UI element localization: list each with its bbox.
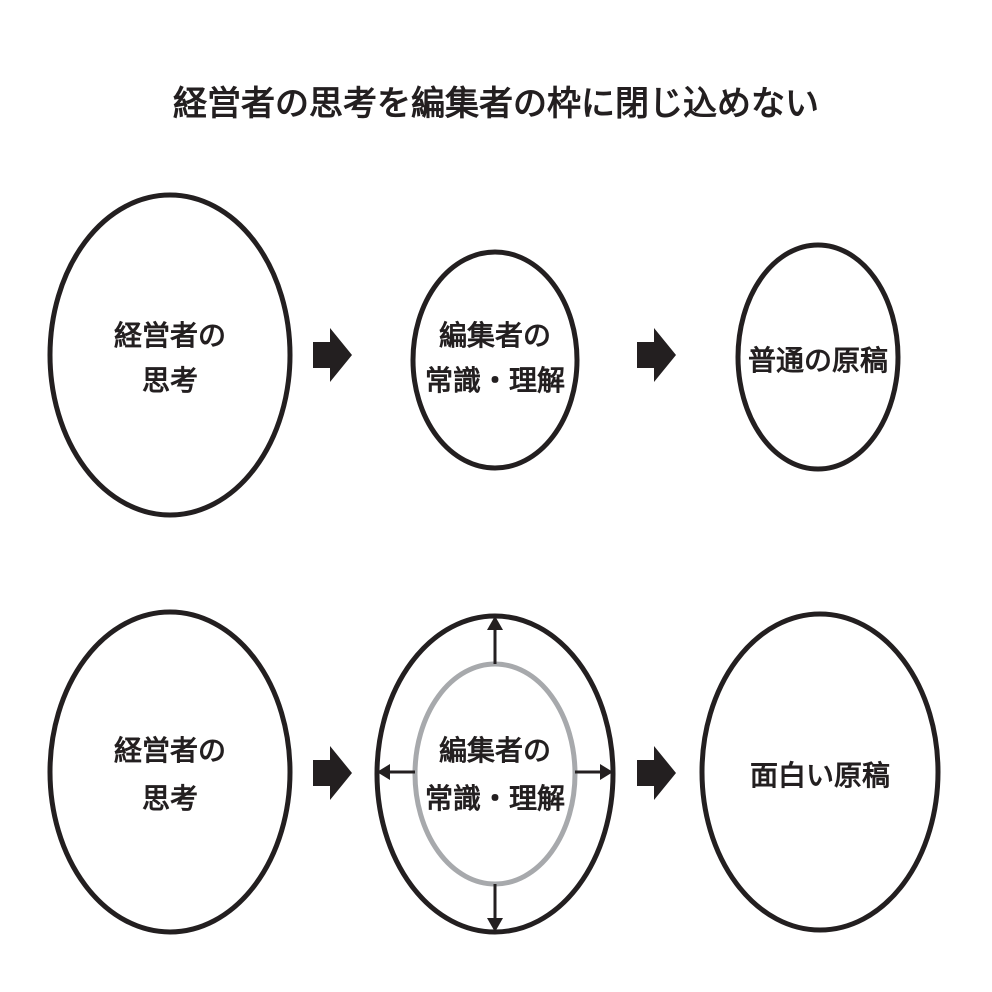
row-2: 経営者の 思考 編集者の 常識・理解 面白い原稿: [47, 609, 941, 935]
row2-node1-line1: 経営者の: [114, 734, 226, 767]
row1-node1-line2: 思考: [142, 364, 198, 397]
row2-node2-line1: 編集者の: [439, 734, 551, 767]
row1-arrow-1: [313, 328, 352, 382]
row1-node1-line1: 経営者の: [114, 319, 226, 352]
row1-node2-line2: 常識・理解: [425, 364, 565, 397]
row1-node2-line1: 編集者の: [439, 319, 551, 352]
row1-node3-line1: 普通の原稿: [748, 344, 888, 377]
row2-node-interesting-manuscript: [699, 611, 941, 933]
row2-node2-line2: 常識・理解: [425, 782, 565, 815]
row2-node-editor-common-sense: [412, 661, 578, 887]
row2-arrow-1: [313, 746, 352, 800]
row-1: 経営者の 思考 編集者の 常識・理解 普通の原稿: [47, 192, 901, 518]
expand-arrow-down: [487, 884, 503, 932]
row1-node-editor-common-sense: [410, 249, 580, 471]
row2-node3-line1: 面白い原稿: [750, 759, 890, 792]
row1-node-ordinary-manuscript: [735, 242, 901, 472]
row1-node-executive-thinking: [47, 192, 293, 518]
row2-node-executive-thinking: [47, 609, 293, 935]
row2-node1-line2: 思考: [142, 782, 198, 815]
expand-arrow-right: [575, 764, 613, 780]
expand-arrow-left: [377, 764, 415, 780]
row2-arrow-2: [637, 746, 676, 800]
row1-arrow-2: [637, 328, 676, 382]
expand-arrow-up: [487, 616, 503, 664]
diagram-title: 経営者の思考を編集者の枠に閉じ込めない: [173, 84, 819, 124]
